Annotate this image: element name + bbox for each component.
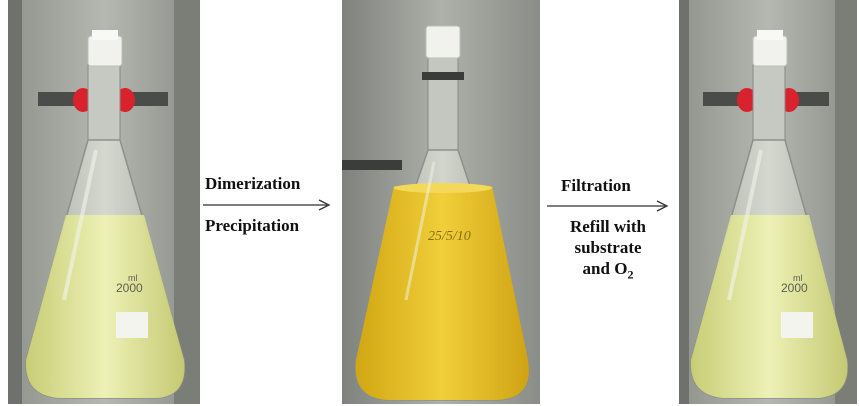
flask-initial-image: 2000 ml (8, 0, 200, 404)
oxygen-prefix: and O (582, 259, 628, 278)
flask-photo-refilled: 2000 ml (679, 0, 857, 404)
flask-volume-unit: ml (128, 273, 138, 283)
step-label-refill: Refill with (569, 217, 647, 236)
flask-volume-unit-3: ml (793, 273, 803, 283)
arrow-right-icon (203, 199, 331, 211)
step-label-dimerization: Dimerization (205, 174, 301, 193)
step-label-substrate: substrate (574, 238, 642, 257)
flask-volume-marking-3: 2000 (781, 281, 808, 295)
flask-photo-initial: 2000 ml (8, 0, 200, 404)
step-label-refill-block: Refill with substrate and O2 (548, 216, 668, 285)
oxygen-subscript: 2 (627, 267, 634, 282)
step-label-filtration: Filtration (561, 176, 631, 195)
step-label-precipitation: Precipitation (205, 216, 300, 235)
flask-precipitate-image: 25/5/10 (342, 0, 540, 404)
flask-photo-precipitate: 25/5/10 (342, 0, 540, 404)
flask-refilled-image: 2000 ml (679, 0, 857, 404)
flask-handwritten-date: 25/5/10 (428, 229, 471, 244)
arrow-right-icon-2 (547, 200, 669, 212)
flask-volume-marking: 2000 (116, 281, 143, 295)
step-label-oxygen: and O2 (548, 258, 668, 285)
